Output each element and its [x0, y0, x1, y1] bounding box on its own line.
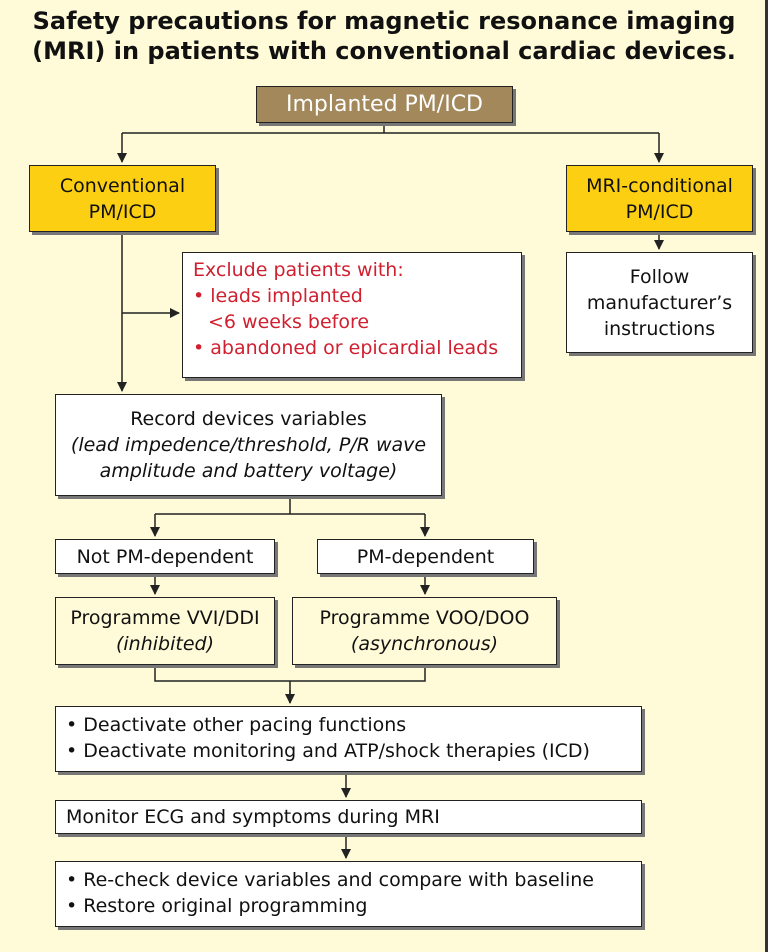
deactivate-item-1: • Deactivate other pacing functions: [66, 714, 407, 736]
node-recheck: • Re-check device variables and compare …: [55, 861, 642, 927]
node-mri-conditional-line-1: MRI-conditional: [586, 174, 733, 197]
monitor-label: Monitor ECG and symptoms during MRI: [66, 806, 440, 828]
prog-vvi-line-1: Programme VVI/DDI: [70, 607, 260, 629]
node-programme-vvi-ddi: Programme VVI/DDI (inhibited): [55, 597, 275, 665]
not-pm-dependent-label: Not PM-dependent: [76, 545, 254, 568]
node-conventional-line-2: PM/ICD: [88, 200, 157, 223]
node-follow-line-3: instructions: [603, 317, 716, 340]
node-record-variables: Record devices variables (lead impedence…: [55, 394, 442, 496]
node-implanted: Implanted PM/ICD: [256, 86, 513, 123]
node-exclude-patients: Exclude patients with: • leads implanted…: [182, 252, 522, 378]
node-follow-line-2: manufacturer’s: [586, 291, 733, 314]
node-implanted-label: Implanted PM/ICD: [286, 91, 483, 117]
node-conventional-line-1: Conventional: [59, 174, 186, 197]
exclude-item-2: • abandoned or epicardial leads: [193, 337, 499, 359]
deactivate-item-2: • Deactivate monitoring and ATP/shock th…: [66, 740, 590, 762]
node-deactivate: • Deactivate other pacing functions • De…: [55, 706, 642, 772]
exclude-item-1: • leads implanted: [193, 285, 363, 307]
node-follow-line-1: Follow: [629, 265, 690, 288]
pm-dependent-label: PM-dependent: [356, 545, 495, 568]
prog-vvi-line-2: (inhibited): [115, 633, 214, 655]
node-conventional: Conventional PM/ICD: [29, 165, 216, 232]
node-mri-conditional: MRI-conditional PM/ICD: [566, 165, 753, 232]
frame-border: [765, 0, 768, 952]
node-not-pm-dependent: Not PM-dependent: [55, 539, 275, 574]
connector-root-split: [122, 123, 659, 134]
node-pm-dependent: PM-dependent: [317, 539, 534, 574]
node-follow-instructions: Follow manufacturer’s instructions: [566, 252, 753, 353]
recheck-item-2: • Restore original programming: [66, 895, 368, 917]
connector-record-split: [155, 496, 425, 515]
figure-title: Safety precautions for magnetic resonanc…: [0, 6, 768, 66]
record-line-1: Record devices variables: [130, 408, 367, 430]
record-line-3: amplitude and battery voltage): [99, 460, 398, 482]
prog-voo-line-1: Programme VOO/DOO: [319, 607, 530, 629]
node-monitor: Monitor ECG and symptoms during MRI: [55, 800, 642, 834]
exclude-heading: Exclude patients with:: [193, 259, 404, 281]
record-line-2: (lead impedence/threshold, P/R wave: [70, 434, 427, 456]
title-line-2: (MRI) in patients with conventional card…: [32, 37, 736, 65]
exclude-item-1-cont: <6 weeks before: [208, 311, 370, 333]
node-programme-voo-doo: Programme VOO/DOO (asynchronous): [292, 597, 557, 665]
recheck-item-1: • Re-check device variables and compare …: [66, 869, 594, 891]
node-mri-conditional-line-2: PM/ICD: [625, 200, 694, 223]
prog-voo-line-2: (asynchronous): [350, 633, 499, 655]
title-line-1: Safety precautions for magnetic resonanc…: [32, 7, 736, 35]
